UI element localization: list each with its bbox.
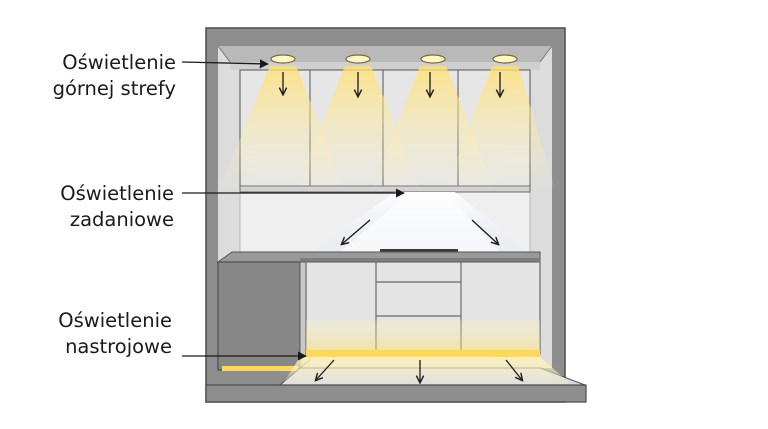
label-line: Oświetlenie xyxy=(58,309,172,332)
downlight-icon xyxy=(492,54,518,64)
lower-cabinets xyxy=(305,261,541,355)
label-upper-zone-lighting: Oświetlenie górnej strefy xyxy=(53,50,176,102)
plinth-light-strip xyxy=(222,350,540,371)
label-line: zadaniowe xyxy=(69,208,174,231)
label-line: Oświetlenie xyxy=(60,182,174,205)
label-line: górnej strefy xyxy=(52,77,176,100)
leader-arrow-upper xyxy=(181,59,269,69)
downlight-icon xyxy=(345,54,371,64)
leader-arrows xyxy=(181,59,405,361)
downlight-icon xyxy=(420,54,446,64)
downlight-icon xyxy=(270,54,296,64)
label-line: nastrojowe xyxy=(65,335,172,358)
label-mood-lighting: Oświetlenie nastrojowe xyxy=(58,308,172,360)
recessed-spotlight-icons xyxy=(270,54,518,64)
upper-light-beams xyxy=(220,66,555,188)
corner-cabinet xyxy=(217,261,311,371)
label-task-lighting: Oświetlenie zadaniowe xyxy=(60,181,174,233)
label-line: Oświetlenie xyxy=(62,51,176,74)
floor xyxy=(205,357,587,403)
upper-down-arrows xyxy=(283,72,500,96)
down-arrow-icon xyxy=(316,359,335,380)
down-arrow-icon xyxy=(471,219,498,244)
down-arrow-icon xyxy=(342,219,371,244)
down-arrow-icon xyxy=(505,359,522,380)
countertop xyxy=(216,251,541,263)
floor-down-arrows xyxy=(316,359,522,382)
task-light-beam xyxy=(310,192,528,252)
